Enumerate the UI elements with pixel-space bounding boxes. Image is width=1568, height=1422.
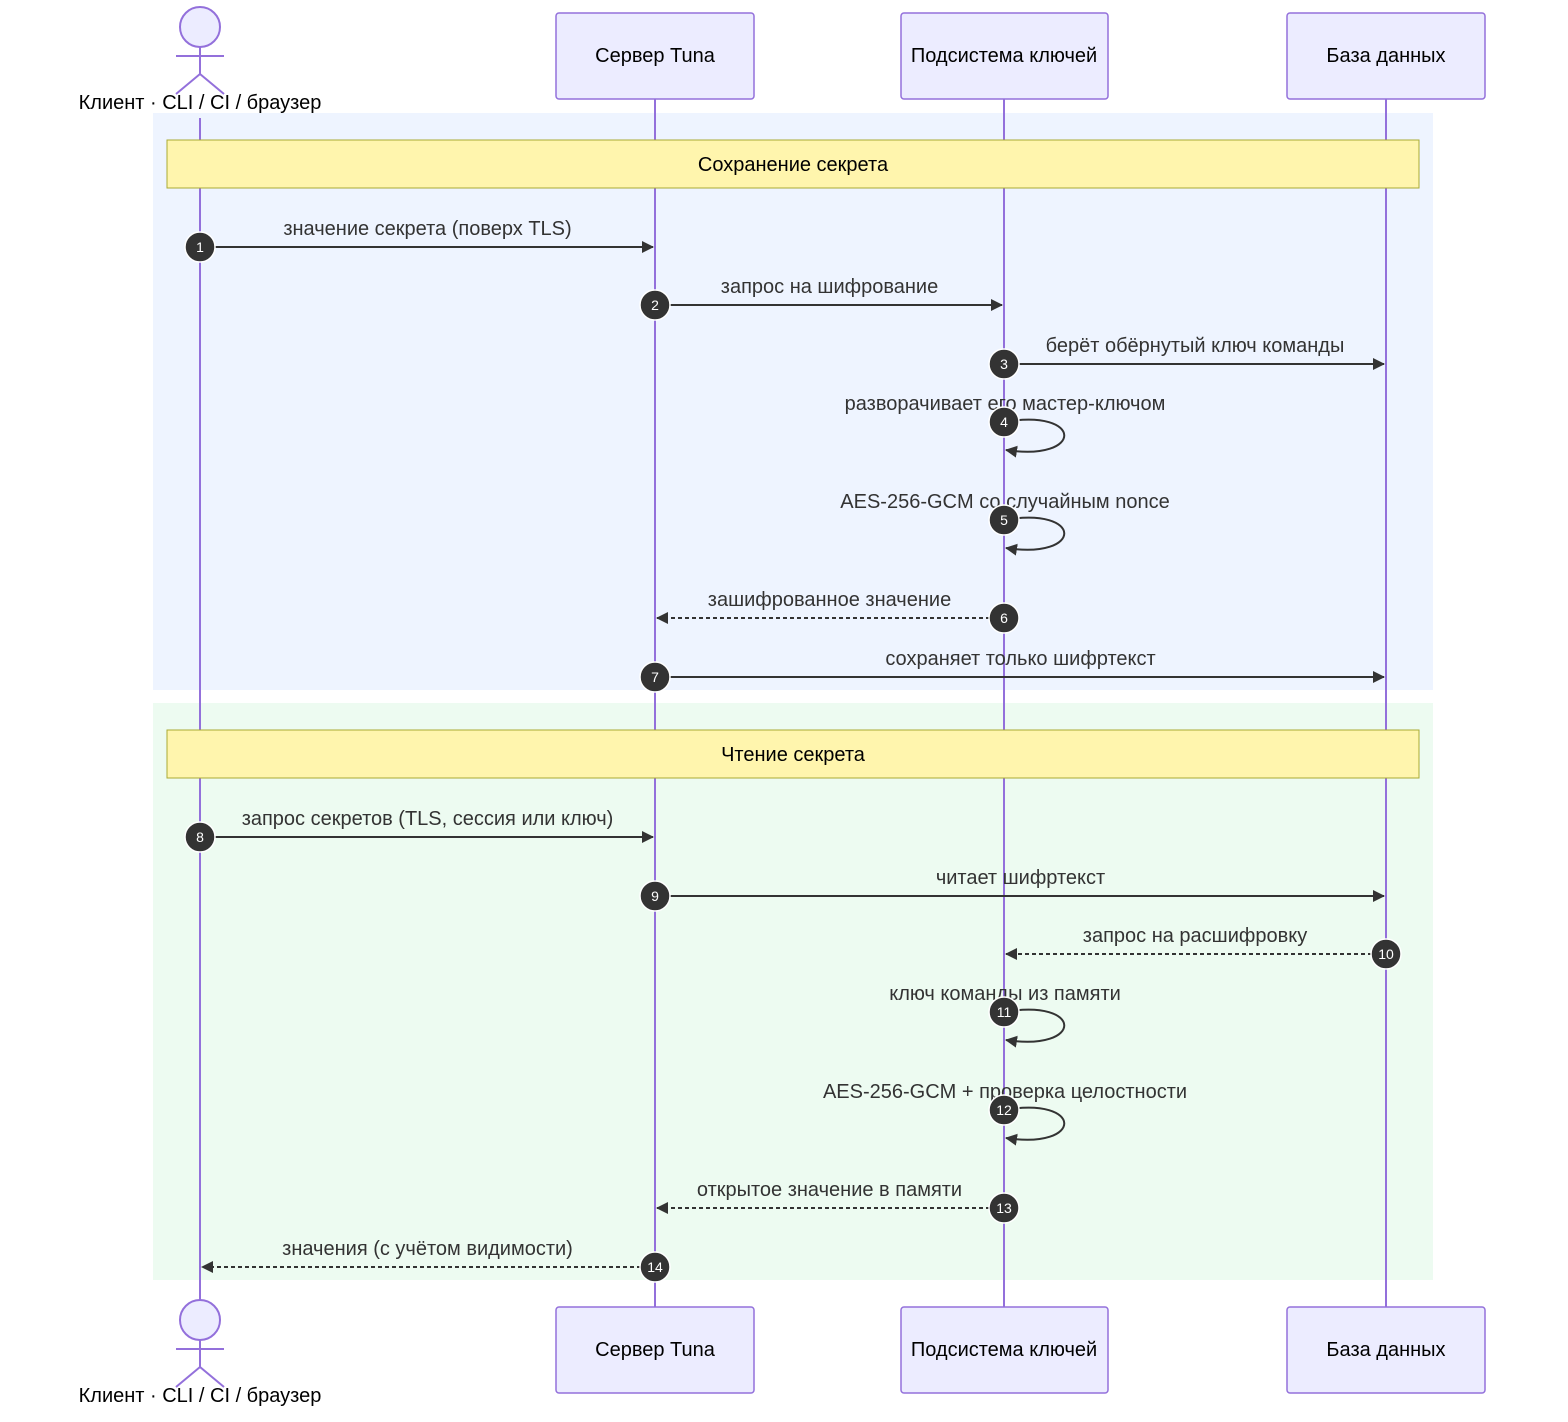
sequence-number: 10 [1378,946,1394,962]
participant-label-keys: Подсистема ключей [911,45,1097,67]
sequence-number-badge: 6 [988,602,1020,634]
participant-label-db: База данных [1326,45,1445,67]
message-7: сохраняет только шифртекст 7 [639,648,1385,693]
message-label: значение секрета (поверх TLS) [283,218,571,240]
message-label: AES-256-GCM со случайным nonce [840,491,1169,513]
participant-client-bottom[interactable]: Клиент · CLI / CI / браузер [79,1299,322,1407]
sequence-number: 12 [996,1102,1012,1118]
sequence-number-badge: 10 [1370,938,1402,970]
message-label: читает шифртекст [936,867,1105,889]
message-10: запрос на расшифровку 10 [1005,925,1402,970]
participant-keys-bottom[interactable]: Подсистема ключей [900,1306,1109,1394]
message-label: значения (с учётом видимости) [282,1238,573,1260]
sequence-number-badge: 1 [184,231,216,263]
sequence-number: 9 [651,888,659,904]
participant-label-client: Клиент · CLI / CI / браузер [79,1385,322,1407]
message-label: AES-256-GCM + проверка целостности [823,1081,1187,1103]
sequence-number: 2 [651,297,659,313]
participant-server-top[interactable]: Сервер Tuna [555,12,755,100]
sequence-number-badge: 3 [988,348,1020,380]
message-label: запрос секретов (TLS, сессия или ключ) [242,808,614,830]
message-label: открытое значение в памяти [697,1179,962,1201]
sequence-number: 13 [996,1200,1012,1216]
sequence-number-badge: 9 [639,880,671,912]
sequence-number: 7 [651,669,659,685]
self-message-arrow [1003,418,1066,458]
participant-label-keys: Подсистема ключей [911,1339,1097,1361]
sequence-number-badge: 5 [988,504,1020,536]
message-label: сохраняет только шифртекст [885,648,1155,670]
section-title-read: Чтение секрета [721,744,866,766]
sequence-number: 1 [196,239,204,255]
message-3: берёт обёрнутый ключ команды 3 [988,335,1385,380]
sequence-number-badge: 12 [988,1094,1020,1126]
message-label: ключ команды из памяти [889,983,1121,1005]
self-message-arrow [1003,1008,1066,1048]
sequence-number-badge: 2 [639,289,671,321]
sequence-number: 3 [1000,356,1008,372]
message-1: значение секрета (поверх TLS) 1 [184,218,654,263]
section-note-read: Чтение секрета [166,729,1420,779]
participant-label-server: Сервер Tuna [595,45,716,67]
message-8: запрос секретов (TLS, сессия или ключ) 8 [184,808,654,853]
sequence-number: 14 [647,1259,663,1275]
sequence-number: 6 [1000,610,1008,626]
section-note-store: Сохранение секрета [166,139,1420,189]
sequence-number: 4 [1000,414,1008,430]
message-2: запрос на шифрование 2 [639,276,1003,321]
message-label: берёт обёрнутый ключ команды [1046,335,1345,357]
sequence-number-badge: 13 [988,1192,1020,1224]
participant-db-top[interactable]: База данных [1286,12,1486,100]
section-title-store: Сохранение секрета [698,154,889,176]
actor-icon [175,1299,225,1388]
sequence-number: 8 [196,829,204,845]
message-9: читает шифртекст 9 [639,867,1385,912]
sequence-number-badge: 7 [639,661,671,693]
actor-icon [175,6,225,95]
participant-server-bottom[interactable]: Сервер Tuna [555,1306,755,1394]
participant-label-db: База данных [1326,1339,1445,1361]
sequence-number-badge: 4 [988,406,1020,438]
sequence-number-badge: 8 [184,821,216,853]
message-label: запрос на расшифровку [1083,925,1307,947]
self-message-arrow [1003,516,1066,556]
section-read-background [153,703,1433,1280]
messages: значение секрета (поверх TLS) 1 запрос на … [184,218,1402,1283]
message-6: зашифрованное значение 6 [656,589,1020,634]
participant-client-top[interactable]: Клиент · CLI / CI / браузер [79,6,322,114]
message-label: запрос на шифрование [721,276,938,298]
participant-label-server: Сервер Tuna [595,1339,716,1361]
sequence-number-badge: 11 [988,996,1020,1028]
message-13: открытое значение в памяти 13 [656,1179,1020,1224]
participant-keys-top[interactable]: Подсистема ключей [900,12,1109,100]
participant-label-client: Клиент · CLI / CI / браузер [79,92,322,114]
sequence-number: 11 [997,1004,1012,1020]
sequence-number: 5 [1000,512,1008,528]
message-14: значения (с учётом видимости) 14 [201,1238,671,1283]
sequence-number-badge: 14 [639,1251,671,1283]
message-label: зашифрованное значение [708,589,951,611]
self-message-arrow [1003,1106,1066,1146]
section-store-background [153,113,1433,690]
message-label: разворачивает его мастер-ключом [845,393,1166,415]
participant-db-bottom[interactable]: База данных [1286,1306,1486,1394]
